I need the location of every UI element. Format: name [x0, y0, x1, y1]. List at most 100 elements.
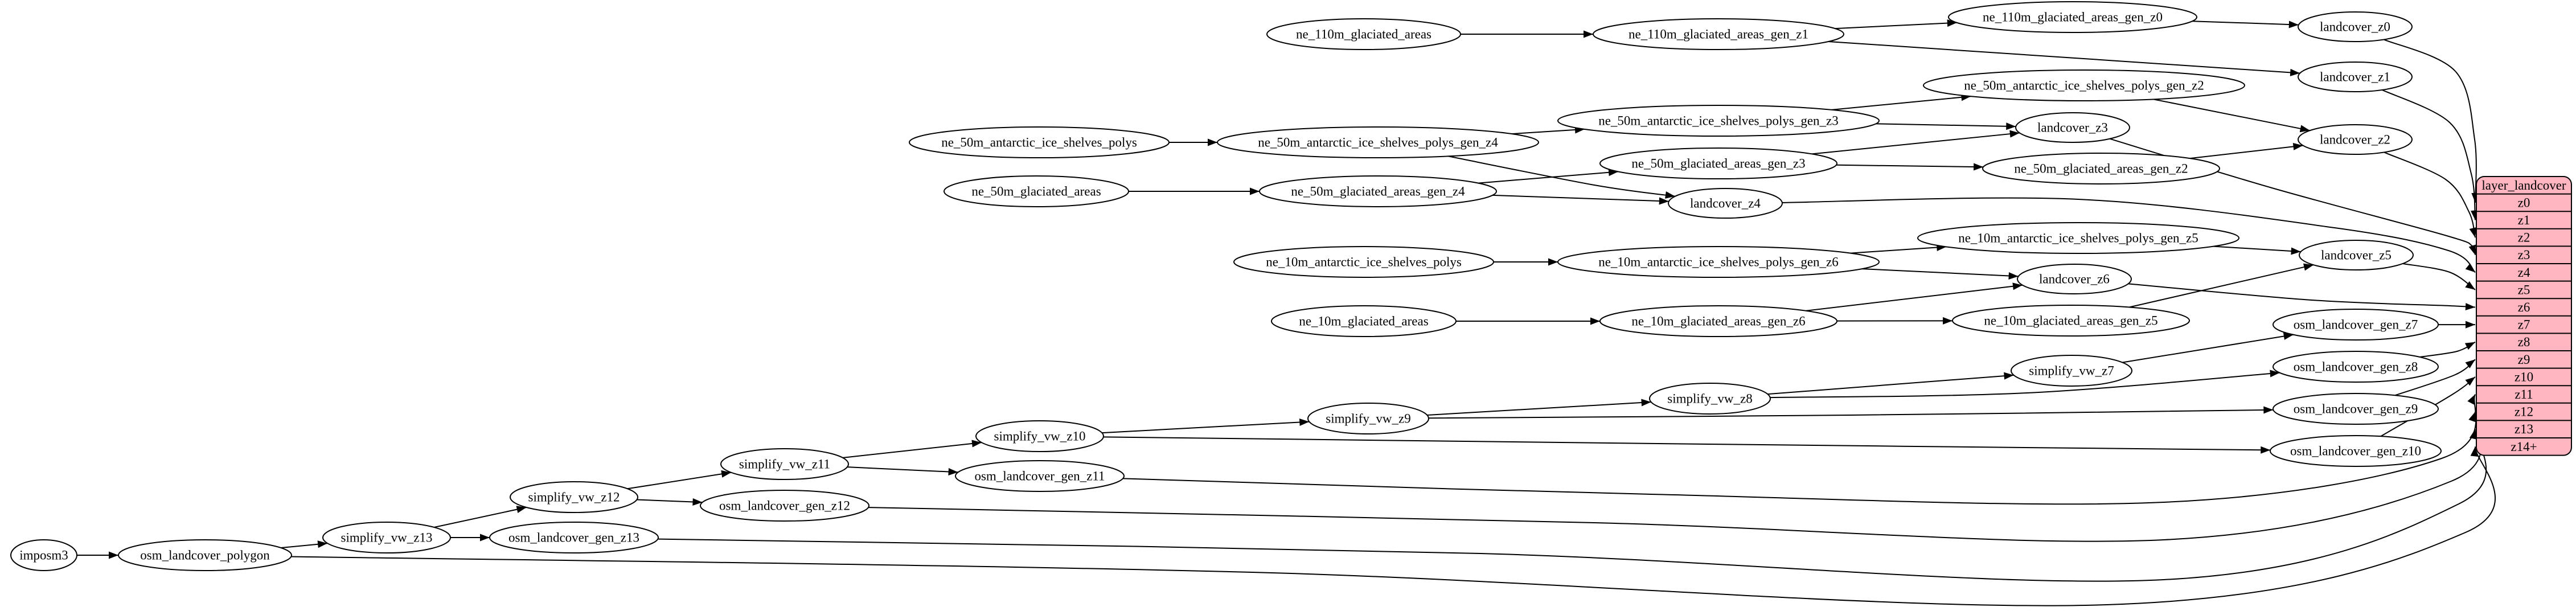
node-landcover_z0: landcover_z0: [2298, 11, 2413, 42]
node-osm_landcover_gen_z10: osm_landcover_gen_z10: [2270, 435, 2442, 467]
node-ne_110m_glaciated_areas_gen_z0: ne_110m_glaciated_areas_gen_z0: [1948, 1, 2197, 33]
edge-ne_50m_antarctic_ice_shelves_polys_gen_z3-to-ne_50m_antarctic_ice_shelves_polys_gen_z2: [1831, 96, 1971, 110]
node-label: osm_landcover_gen_z12: [719, 499, 850, 513]
arrowhead-icon: [1208, 138, 1217, 146]
node-ellipse: [1259, 175, 1497, 207]
node-label: osm_landcover_gen_z8: [2294, 360, 2418, 374]
edge-simplify_vw_z12-to-simplify_vw_z11: [627, 471, 732, 490]
arrowhead-icon: [109, 551, 118, 559]
layer-table-row-z10: z10: [2515, 370, 2533, 384]
node-ellipse: [1917, 222, 2239, 254]
arrowhead-icon: [480, 534, 490, 542]
arrowhead-icon: [2008, 272, 2019, 280]
arrowhead-icon: [1943, 317, 1953, 325]
arrowhead-icon: [2468, 244, 2476, 255]
layer-table-row-z6: z6: [2518, 300, 2530, 314]
node-landcover_z3: landcover_z3: [2015, 112, 2130, 143]
edge-simplify_vw_z11-to-simplify_vw_z10: [842, 442, 982, 458]
node-simplify_vw_z11: simplify_vw_z11: [720, 448, 849, 480]
node-ellipse: [1217, 126, 1539, 158]
node-ellipse: [2299, 240, 2414, 270]
node-simplify_vw_z9: simplify_vw_z9: [1307, 403, 1429, 434]
node-ellipse: [1599, 305, 1837, 337]
node-label: ne_50m_antarctic_ice_shelves_polys_gen_z…: [1258, 136, 1498, 150]
edge-landcover_z5-to-layer-z5: [2402, 263, 2476, 290]
node-ellipse: [1266, 18, 1461, 50]
edge-osm_landcover_gen_z11-to-layer-z11: [1123, 394, 2477, 505]
edge-ne_50m_antarctic_ice_shelves_polys_gen_z4-to-landcover_z4: [1447, 155, 1675, 197]
node-ellipse: [2015, 112, 2130, 143]
node-osm_landcover_polygon: osm_landcover_polygon: [118, 539, 292, 571]
arrowhead-icon: [948, 468, 958, 475]
node-ellipse: [10, 539, 77, 571]
node-simplify_vw_z8: simplify_vw_z8: [1649, 383, 1771, 415]
arrowhead-icon: [2299, 125, 2310, 133]
edge-ne_110m_glaciated_areas_gen_z1-to-ne_110m_glaciated_areas_gen_z0: [1835, 22, 1957, 30]
edge-simplify_vw_z10-to-osm_landcover_gen_z10: [1103, 436, 2271, 451]
node-label: ne_50m_glaciated_areas_gen_z4: [1291, 184, 1465, 199]
arrowhead-icon: [2288, 20, 2299, 28]
arrowhead-icon: [1659, 197, 1669, 205]
node-ellipse: [2273, 393, 2439, 425]
edge-ne_50m_glaciated_areas_gen_z4-to-landcover_z4: [1492, 194, 1669, 202]
node-simplify_vw_z13: simplify_vw_z13: [322, 522, 451, 553]
node-label: simplify_vw_z10: [994, 429, 1086, 444]
edge-ne_110m_glaciated_areas_gen_z0-to-landcover_z0: [2192, 20, 2299, 26]
edge-osm_landcover_polygon-to-layer-z14+: [291, 446, 2496, 606]
node-ne_10m_antarctic_ice_shelves_polys_gen_z5: ne_10m_antarctic_ice_shelves_polys_gen_z…: [1917, 222, 2239, 254]
arrowhead-icon: [1590, 317, 1600, 325]
node-ellipse: [2273, 309, 2439, 341]
arrowhead-icon: [1974, 163, 1984, 171]
node-ellipse: [1557, 246, 1880, 278]
node-landcover_z5: landcover_z5: [2299, 240, 2414, 270]
node-ellipse: [1649, 383, 1771, 415]
edge-osm_landcover_gen_z12-to-layer-z12: [868, 411, 2482, 542]
arrowhead-icon: [1608, 169, 1619, 177]
node-ellipse: [1233, 246, 1494, 278]
edge-ne_110m_glaciated_areas_gen_z1-to-landcover_z1: [1828, 40, 2300, 74]
node-ne_50m_antarctic_ice_shelves_polys_gen_z2: ne_50m_antarctic_ice_shelves_polys_gen_z…: [1923, 69, 2245, 101]
node-ellipse: [720, 448, 849, 480]
node-ellipse: [489, 522, 659, 553]
node-ne_50m_glaciated_areas_gen_z4: ne_50m_glaciated_areas_gen_z4: [1259, 175, 1497, 207]
node-ellipse: [1307, 403, 1429, 434]
node-ne_50m_antarctic_ice_shelves_polys_gen_z4: ne_50m_antarctic_ice_shelves_polys_gen_z…: [1217, 126, 1539, 158]
node-label: ne_10m_glaciated_areas: [1299, 314, 1428, 329]
node-label: ne_50m_antarctic_ice_shelves_polys: [941, 136, 1137, 150]
node-ellipse: [1982, 153, 2220, 184]
node-label: simplify_vw_z7: [2029, 364, 2114, 378]
node-label: simplify_vw_z12: [528, 490, 620, 505]
node-osm_landcover_gen_z13: osm_landcover_gen_z13: [489, 522, 659, 553]
nodes-layer: imposm3 osm_landcover_polygon simplify_vw_…: [10, 1, 2442, 571]
arrowhead-icon: [2290, 68, 2300, 76]
node-ellipse: [510, 481, 638, 513]
node-label: ne_10m_glaciated_areas_gen_z5: [1984, 314, 2157, 328]
layer-table-row-z12: z12: [2515, 405, 2533, 419]
node-ne_10m_glaciated_areas: ne_10m_glaciated_areas: [1271, 305, 1457, 337]
arrowhead-icon: [2464, 342, 2475, 350]
node-label: ne_10m_antarctic_ice_shelves_polys: [1266, 255, 1462, 269]
node-label: simplify_vw_z11: [739, 457, 830, 471]
node-label: osm_landcover_gen_z10: [2290, 444, 2421, 458]
edge-ne_50m_glaciated_areas_gen_z3-to-landcover_z3: [1811, 132, 2020, 155]
edge-ne_50m_glaciated_areas_gen_z3-to-ne_50m_glaciated_areas_gen_z2: [1836, 164, 1984, 168]
layer-table-row-z7: z7: [2518, 318, 2530, 332]
node-ellipse: [1668, 188, 1783, 219]
arrowhead-icon: [2467, 394, 2475, 405]
arrowhead-icon: [2465, 359, 2475, 368]
edge-simplify_vw_z7-to-osm_landcover_gen_z7: [2122, 334, 2294, 363]
node-ne_50m_glaciated_areas: ne_50m_glaciated_areas: [944, 175, 1129, 207]
edge-simplify_vw_z10-to-simplify_vw_z9: [1102, 421, 1310, 434]
layer-table-row-z0: z0: [2518, 195, 2530, 210]
layer-table-header: layer_landcover: [2481, 178, 2566, 192]
node-simplify_vw_z12: simplify_vw_z12: [510, 481, 638, 513]
edge-osm_landcover_gen_z13-to-layer-z13: [658, 429, 2487, 582]
node-label: imposm3: [19, 548, 68, 563]
arrowhead-icon: [317, 540, 328, 548]
edge-simplify_vw_z11-to-osm_landcover_gen_z11: [847, 466, 958, 473]
arrowhead-icon: [2465, 303, 2475, 311]
node-simplify_vw_z7: simplify_vw_z7: [2011, 355, 2132, 387]
node-ellipse: [1271, 305, 1457, 337]
node-label: simplify_vw_z9: [1326, 412, 1411, 426]
